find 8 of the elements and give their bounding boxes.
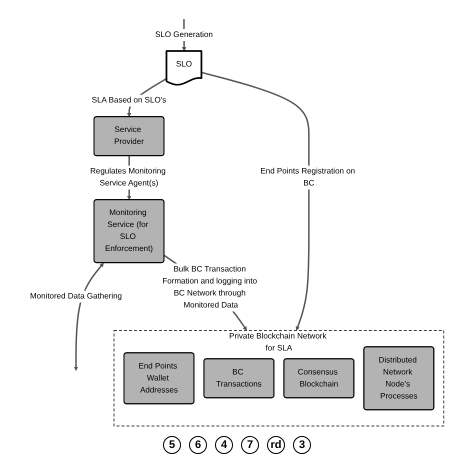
callout-number: 4 bbox=[215, 436, 233, 454]
callout-number: 3 bbox=[293, 436, 311, 454]
arrow bbox=[201, 72, 310, 331]
callout-number: 7 bbox=[241, 436, 259, 454]
callout-number: 6 bbox=[189, 436, 207, 454]
arrow bbox=[74, 262, 104, 371]
callout-number: rd bbox=[267, 436, 285, 454]
callout-number: 5 bbox=[163, 436, 181, 454]
